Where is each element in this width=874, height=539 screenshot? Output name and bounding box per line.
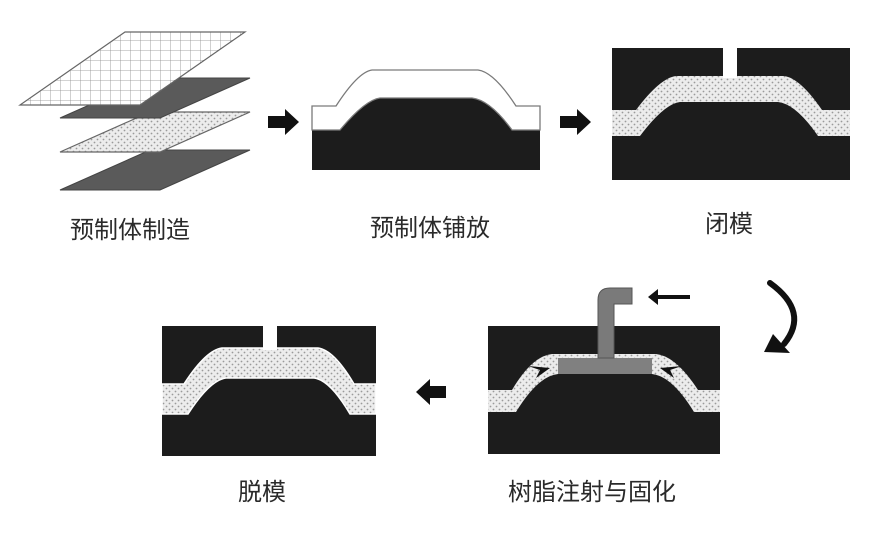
step-label-demold: 脱模	[238, 478, 286, 506]
step-label-preform-fabrication: 预制体制造	[70, 216, 190, 244]
step-label-preform-layup: 预制体铺放	[370, 214, 490, 242]
step-label-mold-closing: 闭模	[705, 210, 753, 238]
arrow-right-icon	[268, 109, 299, 135]
arrow-right-icon	[560, 109, 591, 135]
closed-mold-icon	[612, 48, 850, 180]
resin-injection-icon	[488, 287, 720, 454]
demold-icon	[161, 326, 377, 456]
preform-stack-icon	[18, 31, 251, 191]
rotate-arrow-icon	[764, 280, 798, 353]
arrow-left-icon	[416, 379, 446, 405]
step-label-resin-injection-cure: 树脂注射与固化	[508, 478, 676, 506]
preform-layup-icon	[311, 69, 541, 170]
